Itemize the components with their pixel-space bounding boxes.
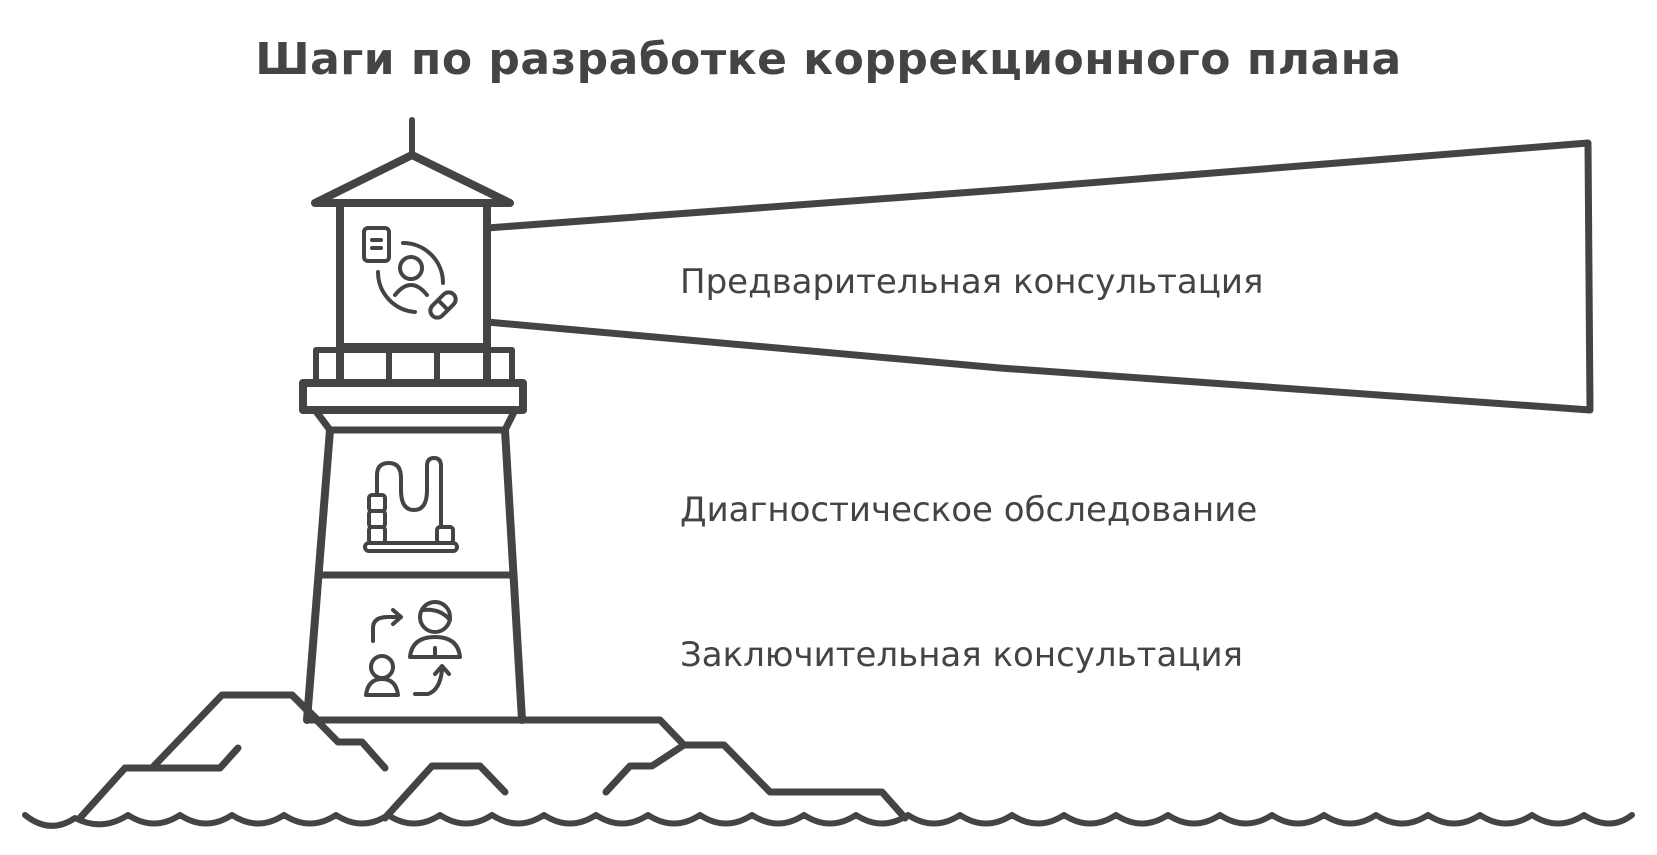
diagnostic-equipment-icon (363, 456, 459, 553)
referral-exchange-icon (364, 600, 462, 697)
step-label-preliminary-consultation: Предварительная консультация (680, 262, 1264, 302)
lighthouse-roof (311, 117, 514, 207)
rocks (76, 691, 909, 822)
waves (22, 812, 1635, 829)
step-label-final-consultation: Заключительная консультация (680, 635, 1244, 675)
consultation-icon (362, 226, 458, 320)
lighthouse-tower (303, 426, 526, 724)
diagram-title: Шаги по разработке коррекционного плана (255, 34, 1402, 85)
step-label-diagnostic-examination: Диагностическое обследование (680, 490, 1258, 530)
light-beam (483, 139, 1594, 414)
gallery-railing (299, 347, 527, 434)
